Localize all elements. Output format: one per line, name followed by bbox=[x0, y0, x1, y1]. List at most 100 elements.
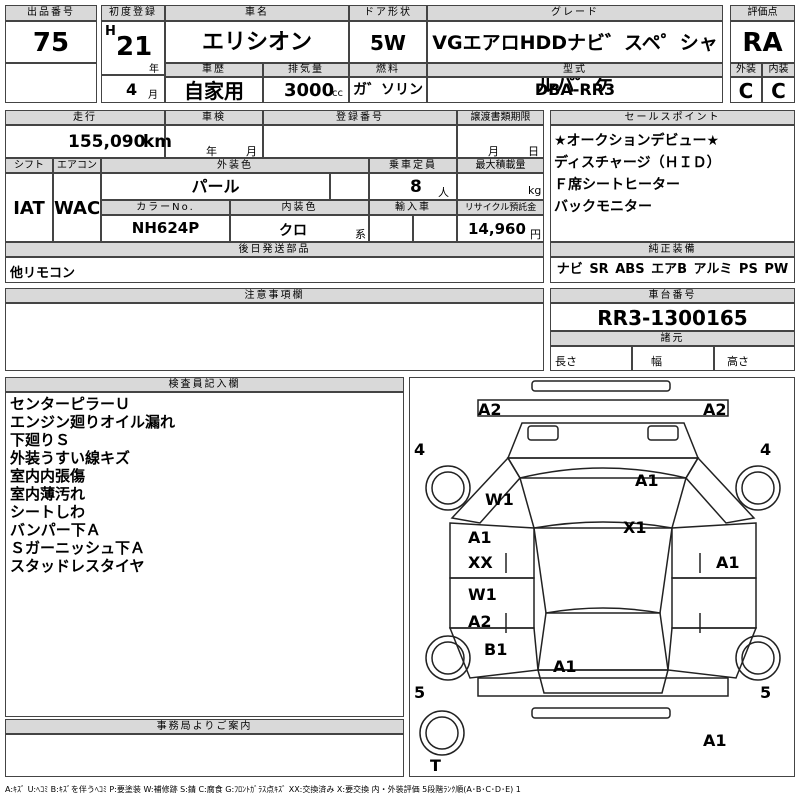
inspector-label: 検査員記入欄 bbox=[5, 377, 404, 392]
tire-front-right-label: 4 bbox=[760, 440, 772, 459]
int-score: C bbox=[762, 77, 795, 103]
recycle-fee: 14,960 bbox=[468, 220, 526, 238]
notes-box bbox=[5, 303, 544, 371]
lot-label: 出品番号 bbox=[5, 5, 97, 21]
tire-rear-right-label: 5 bbox=[760, 683, 772, 702]
mileage: 155,090 bbox=[68, 132, 146, 152]
inspector-line: センターピラーＵ bbox=[10, 395, 131, 413]
equipment: ナビ SR ABS エアB アルミ PS PW bbox=[550, 257, 795, 283]
chassis-label: 車台番号 bbox=[550, 288, 795, 303]
inspector-line: バンパー下Ａ bbox=[10, 521, 101, 539]
damage-mark: A2 bbox=[703, 400, 727, 419]
spec-width-label: 幅 bbox=[651, 355, 662, 368]
chassis-number: RR3-1300165 bbox=[550, 303, 795, 331]
inspector-line: シートしわ bbox=[10, 503, 86, 521]
max-load-label: 最大積載量 bbox=[457, 158, 544, 173]
inspector-line: スタッドレスタイヤ bbox=[10, 557, 145, 575]
inspector-line: 室内内張傷 bbox=[10, 467, 86, 485]
int-label: 内装 bbox=[762, 63, 795, 77]
door-label: ドア形状 bbox=[349, 5, 427, 21]
inspector-box: センターピラーＵ エンジン廻りオイル漏れ 下廻りＳ 外装うすい線キズ 室内内張傷… bbox=[5, 392, 404, 717]
damage-mark: A1 bbox=[703, 731, 727, 750]
inspection-year-unit: 年 bbox=[206, 145, 217, 158]
damage-mark: W1 bbox=[485, 490, 514, 509]
car-name: エリシオン bbox=[165, 21, 349, 63]
capacity: 8 bbox=[410, 177, 422, 197]
month-unit: 月 bbox=[148, 90, 158, 101]
specs-label: 諸元 bbox=[550, 331, 795, 346]
sales-point-1: ★オークションデビュー★ bbox=[554, 133, 720, 149]
damage-mark: XX bbox=[468, 553, 493, 572]
transfer-day-unit: 日 bbox=[528, 145, 539, 158]
sales-points-label: セールスポイント bbox=[550, 110, 795, 125]
year-unit: 年 bbox=[149, 64, 159, 75]
lot-number: 75 bbox=[5, 21, 97, 63]
sales-point-4: バックモニター bbox=[554, 199, 652, 215]
office-label: 事務局よりご案内 bbox=[5, 719, 404, 734]
recycle-unit: 円 bbox=[530, 228, 541, 241]
inspection-cell: 年 月 bbox=[165, 125, 263, 158]
inspector-line: 外装うすい線キズ bbox=[10, 449, 131, 467]
registration-label: 登録番号 bbox=[263, 110, 457, 125]
spec-height-label: 高さ bbox=[727, 355, 749, 368]
ext-score: C bbox=[730, 77, 762, 103]
history-label: 車歴 bbox=[165, 63, 263, 77]
inspector-line: Ｓガーニッシュ下Ａ bbox=[10, 539, 146, 557]
exterior-color-label: 外装色 bbox=[101, 158, 369, 173]
interior-color-cell: クロ 系 bbox=[230, 215, 369, 242]
capacity-label: 乗車定員 bbox=[369, 158, 457, 173]
history: 自家用 bbox=[165, 77, 263, 103]
displacement: 3000 bbox=[284, 80, 335, 101]
damage-mark: A1 bbox=[468, 528, 492, 547]
mileage-cell: 155,090 km bbox=[5, 125, 172, 158]
inspector-line: エンジン廻りオイル漏れ bbox=[10, 413, 176, 431]
max-load-cell: kg bbox=[457, 173, 544, 200]
grade-label: グレード bbox=[427, 5, 723, 21]
spec-width: 幅 bbox=[632, 346, 714, 371]
capacity-cell: 8 人 bbox=[369, 173, 457, 200]
model: DBA-RR3 bbox=[427, 77, 723, 103]
fuel: ガ゛ソリン bbox=[349, 77, 427, 103]
color-no: NH624P bbox=[101, 215, 230, 242]
damage-mark: A1 bbox=[635, 471, 659, 490]
door-type: 5W bbox=[349, 21, 427, 63]
recycle-label: リサイクル預託金 bbox=[457, 200, 544, 215]
import-cell-1 bbox=[369, 215, 413, 242]
car-name-label: 車名 bbox=[165, 5, 349, 21]
max-load-unit: kg bbox=[528, 184, 542, 197]
spec-height: 高さ bbox=[714, 346, 795, 371]
mileage-label: 走行 bbox=[5, 110, 165, 125]
lot-blank bbox=[5, 63, 97, 103]
registration-number bbox=[263, 125, 457, 158]
shift-label: シフト bbox=[5, 158, 53, 173]
score-label: 評価点 bbox=[730, 5, 795, 21]
tire-rear-left-label: 5 bbox=[414, 683, 426, 702]
tire-front-left-label: 4 bbox=[414, 440, 426, 459]
import-label: 輸入車 bbox=[369, 200, 457, 215]
interior-color-suffix: 系 bbox=[355, 228, 366, 241]
first-reg-year-cell: H 21 年 bbox=[101, 21, 165, 75]
inspection-label: 車検 bbox=[165, 110, 263, 125]
import-cell-2 bbox=[413, 215, 457, 242]
spare-tire-label: T bbox=[430, 756, 441, 775]
grade: VGエアロHDDナビ゛スペ゜シャルパ゜ケ bbox=[427, 21, 723, 96]
ext-label: 外装 bbox=[730, 63, 762, 77]
era: H bbox=[105, 24, 116, 39]
mileage-unit: km bbox=[143, 132, 173, 152]
damage-mark: A2 bbox=[478, 400, 502, 419]
reg-month: 4 bbox=[126, 80, 138, 99]
spec-length-label: 長さ bbox=[555, 355, 577, 368]
model-label: 型式 bbox=[427, 63, 723, 77]
inspector-line: 室内薄汚れ bbox=[10, 485, 86, 503]
inspector-line: 下廻りＳ bbox=[10, 431, 71, 449]
office-box bbox=[5, 734, 404, 777]
displacement-label: 排気量 bbox=[263, 63, 349, 77]
recycle-cell: 14,960 円 bbox=[457, 215, 544, 242]
notes-label: 注意事項欄 bbox=[5, 288, 544, 303]
damage-mark: A1 bbox=[553, 657, 577, 676]
interior-color-label: 内装色 bbox=[230, 200, 369, 215]
exterior-color-extra bbox=[330, 173, 369, 200]
shift: IAT bbox=[5, 173, 53, 242]
exterior-color: パール bbox=[101, 173, 330, 200]
legend: A:ｷｽﾞ U:ﾍｺﾐ B:ｷｽﾞを伴うﾍｺﾐ P:要塗装 W:補修跡 S:錆 … bbox=[5, 785, 521, 794]
